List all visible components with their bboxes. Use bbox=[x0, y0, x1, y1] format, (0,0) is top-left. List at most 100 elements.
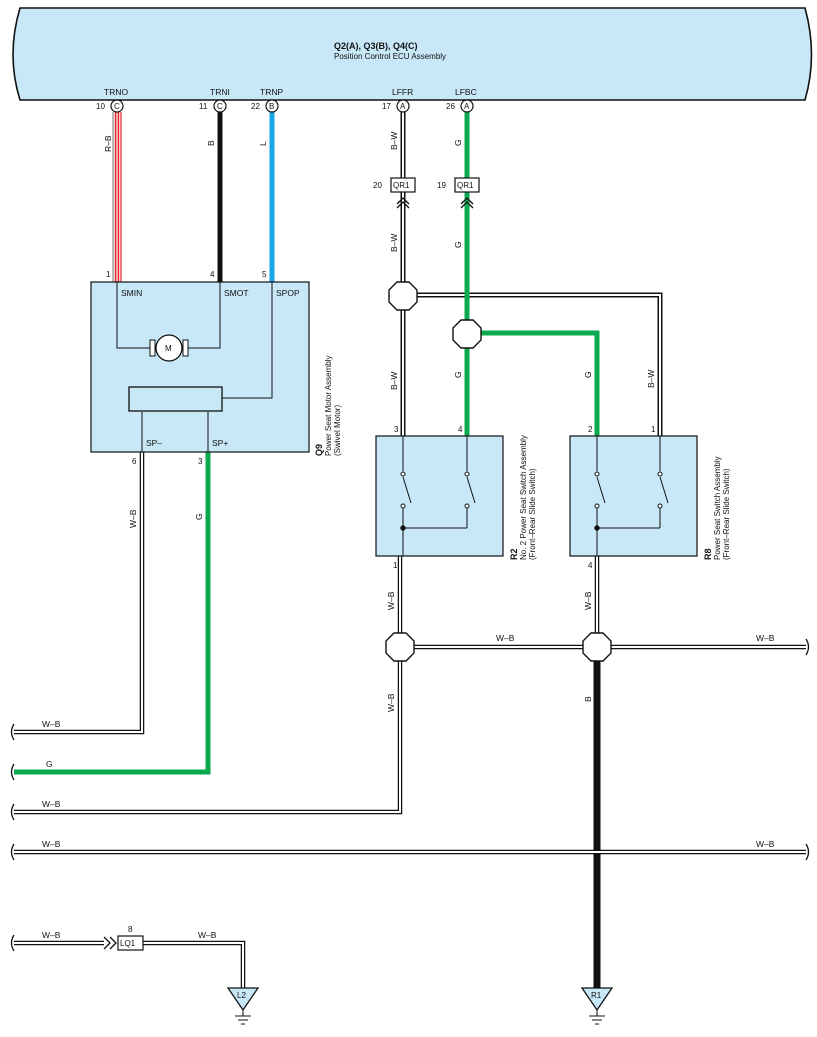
ecu-pin-name-lffr: LFFR bbox=[392, 87, 413, 97]
wire-label-bus-wb-2: W–B bbox=[756, 633, 775, 643]
wire-label-spplus: G bbox=[194, 513, 204, 520]
motor-term-num-spop: 5 bbox=[262, 270, 267, 279]
ecu-pin-lfbc: A 26 bbox=[446, 99, 474, 113]
wire-label-lffr-3: B–W bbox=[389, 372, 399, 390]
motor-internal-wiring bbox=[116, 282, 273, 452]
wire-label-trnp: L bbox=[258, 141, 268, 146]
wire-label-lfbc-2: G bbox=[453, 241, 463, 248]
ecu-pin-trni: C 11 bbox=[199, 99, 227, 113]
switch-r8-pin-2: 2 bbox=[588, 425, 593, 434]
wire-lffr-bw bbox=[400, 112, 663, 436]
wire-label-left-wb-3: W–B bbox=[42, 839, 61, 849]
wire-label-trni: B bbox=[206, 140, 216, 146]
switch-r2-pin-3: 3 bbox=[394, 425, 399, 434]
motor-term-spminus: SP– bbox=[146, 438, 162, 448]
wire-label-left-wb-1: W–B bbox=[42, 719, 61, 729]
motor-term-spplus: SP+ bbox=[212, 438, 228, 448]
wire-spplus-g bbox=[14, 452, 211, 775]
svg-text:22: 22 bbox=[251, 102, 260, 111]
svg-text:8: 8 bbox=[128, 925, 133, 934]
switch-r2-name: No. 2 Power Seat Switch Assembly bbox=[519, 435, 528, 560]
svg-text:A: A bbox=[400, 102, 406, 111]
motor-term-smin: SMIN bbox=[121, 288, 142, 298]
switch-r2-box bbox=[375, 435, 504, 557]
switch-r2-contacts bbox=[400, 436, 476, 556]
wire-spminus-wb bbox=[14, 452, 145, 735]
ground-r1: R1 bbox=[580, 987, 614, 1025]
switch-r8-id: R8 bbox=[703, 548, 713, 560]
wire-label-lffr-2: B–W bbox=[389, 234, 399, 252]
wire-label-lffr-1: B–W bbox=[389, 132, 399, 150]
wire-label-lfbc-3: G bbox=[453, 371, 463, 378]
motor-id: Q9 bbox=[314, 444, 324, 456]
svg-text:QR1: QR1 bbox=[393, 181, 410, 190]
ecu-pin-name-trni: TRNI bbox=[210, 87, 230, 97]
svg-text:C: C bbox=[217, 102, 223, 111]
ecu-pin-lffr: A 17 bbox=[382, 99, 410, 113]
wire-label-r1-b: B bbox=[583, 696, 593, 702]
connector-lq1: LQ1 8 bbox=[103, 925, 144, 951]
ecu-panel bbox=[12, 7, 813, 101]
svg-text:A: A bbox=[464, 102, 470, 111]
svg-text:L2: L2 bbox=[237, 991, 246, 1000]
switch-r2-id: R2 bbox=[509, 548, 519, 560]
motor-symbol: M bbox=[149, 334, 189, 362]
wire-label-r2-wb: W–B bbox=[386, 591, 396, 610]
ecu-subtitle: Position Control ECU Assembly bbox=[334, 52, 446, 61]
svg-text:10: 10 bbox=[96, 102, 105, 111]
wire-label-lq1-wb: W–B bbox=[198, 930, 217, 940]
ground-l2: L2 bbox=[226, 987, 260, 1025]
motor-term-spop: SPOP bbox=[276, 288, 300, 298]
svg-text:B: B bbox=[269, 102, 274, 111]
wire-label-spminus: W–B bbox=[128, 509, 138, 528]
switch-r2-sub: (Front–Rear Slide Switch) bbox=[528, 468, 537, 560]
svg-text:QR1: QR1 bbox=[457, 181, 474, 190]
motor-term-num-spminus: 6 bbox=[132, 457, 137, 466]
position-sensor bbox=[128, 386, 223, 412]
svg-text:19: 19 bbox=[437, 181, 446, 190]
junction-wb-right bbox=[582, 632, 612, 662]
wire-label-left-wb-4: W–B bbox=[42, 930, 61, 940]
motor-sub: (Swivel Motor) bbox=[333, 405, 342, 456]
wire-break-marks bbox=[10, 638, 810, 952]
motor-m-icon: M bbox=[165, 344, 172, 353]
svg-text:17: 17 bbox=[382, 102, 391, 111]
junction-g bbox=[452, 319, 482, 349]
motor-term-smot: SMOT bbox=[224, 288, 249, 298]
connector-qr1-lfbc: QR1 19 bbox=[437, 177, 480, 209]
svg-text:26: 26 bbox=[446, 102, 455, 111]
motor-term-num-smot: 4 bbox=[210, 270, 215, 279]
connector-qr1-lffr: QR1 20 bbox=[373, 177, 416, 209]
wire-label-r8-wb: W–B bbox=[583, 591, 593, 610]
wire-label-lfbc-1: G bbox=[453, 139, 463, 146]
wire-lq1-wb bbox=[14, 940, 246, 988]
switch-r8-box bbox=[569, 435, 698, 557]
motor-term-num-spplus: 3 bbox=[198, 457, 203, 466]
switch-r8-pin-4: 4 bbox=[588, 561, 593, 570]
wire-label-left-g: G bbox=[46, 759, 53, 769]
switch-r8-name: Power Seat Switch Assembly bbox=[713, 456, 722, 560]
motor-term-num-smin: 1 bbox=[106, 270, 111, 279]
ecu-pin-trno: C 10 bbox=[96, 99, 124, 113]
switch-r8-sub: (Front–Rear Slide Switch) bbox=[722, 468, 731, 560]
wire-label-right-wb-3: W–B bbox=[756, 839, 775, 849]
motor-name: Power Seat Motor Assembly bbox=[324, 356, 333, 456]
wire-label-trno: R–B bbox=[103, 135, 113, 152]
wire-label-r8-bw: B–W bbox=[646, 370, 656, 388]
junction-wb-left bbox=[385, 632, 415, 662]
svg-text:LQ1: LQ1 bbox=[120, 939, 136, 948]
motor-assembly-box bbox=[90, 281, 310, 453]
svg-text:C: C bbox=[114, 102, 120, 111]
switch-r2-pin-1: 1 bbox=[393, 561, 398, 570]
ecu-pin-name-lfbc: LFBC bbox=[455, 87, 477, 97]
ecu-pin-name-trnp: TRNP bbox=[260, 87, 283, 97]
svg-text:R1: R1 bbox=[591, 991, 602, 1000]
wire-label-bus-wb-1: W–B bbox=[496, 633, 515, 643]
svg-text:11: 11 bbox=[199, 102, 208, 111]
svg-text:20: 20 bbox=[373, 181, 382, 190]
wire-label-r8-g: G bbox=[583, 371, 593, 378]
switch-r2-pin-4: 4 bbox=[458, 425, 463, 434]
ecu-pin-trnp: B 22 bbox=[251, 99, 279, 113]
junction-bw bbox=[388, 281, 418, 311]
